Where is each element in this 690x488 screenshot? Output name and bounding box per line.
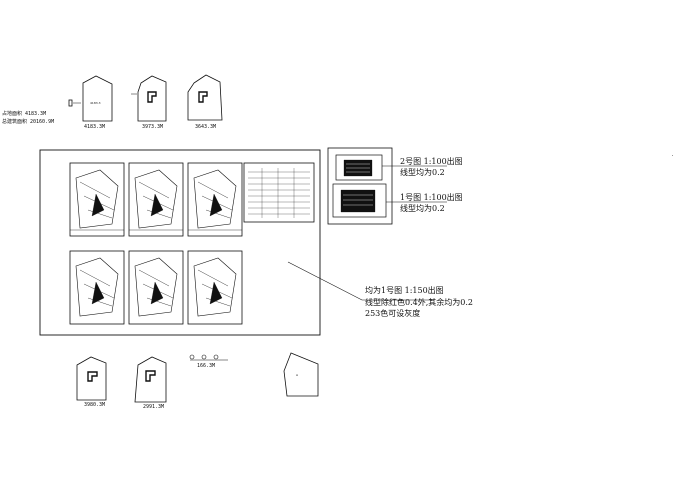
- sheet-no2: [335, 154, 383, 181]
- floor-plan-sheet-1: [69, 162, 125, 237]
- floor-plan-sheet-2: [128, 162, 184, 237]
- top-parcel-3: [187, 74, 223, 121]
- svg-text:4183.3: 4183.3: [90, 101, 101, 105]
- sheet2-title: 2号图 1:100出图: [400, 157, 463, 166]
- top-parcel-1-area: 4183.3M: [84, 124, 106, 130]
- bottom-parcel-1-area: 3980.3M: [84, 402, 106, 408]
- top-parcel-2-area: 3973.3M: [142, 124, 164, 130]
- bottom-parcel-2: [134, 356, 167, 403]
- floor-plan-sheet-3: [187, 162, 243, 237]
- top-parcel-3-area: 3643.3M: [195, 124, 217, 130]
- bottom-parcel-1: [76, 356, 107, 401]
- bottom-parcel-4: A: [283, 352, 319, 397]
- edge-mark: [672, 155, 673, 156]
- bottom-parcel-2-area: 2991.3M: [143, 404, 165, 410]
- sheet2-note: 线型均为0.2: [400, 168, 445, 177]
- sheet1-title: 1号图 1:100出图: [400, 193, 463, 202]
- floor-plan-sheet-5: [128, 250, 184, 325]
- main-sheet-note-1: 线型除红色0.4外,其余均为0.2: [365, 298, 473, 307]
- detail-group-frame: [327, 147, 393, 225]
- sheet-no1: [332, 183, 387, 218]
- bottom-parcel-3: [189, 354, 228, 361]
- floor-plan-sheet-6: [187, 250, 243, 325]
- top-parcel-1: 4183.3: [68, 75, 113, 122]
- bottom-parcel-3-area: 166.3M: [197, 363, 216, 369]
- svg-text:A: A: [296, 373, 299, 377]
- site-area-label: 占地面积 4183.3M: [2, 111, 47, 117]
- main-sheet-frame: [39, 149, 321, 336]
- main-sheet-title: 均为1号图 1:150出图: [365, 286, 444, 295]
- main-sheet-note-2: 253色可设灰度: [365, 309, 421, 318]
- leader-main: [287, 261, 432, 301]
- schedule-sheet: [243, 162, 315, 223]
- top-parcel-2: [131, 75, 167, 122]
- floor-plan-sheet-4: [69, 250, 125, 325]
- total-floor-area-label: 总建筑面积 20160.9M: [2, 119, 55, 125]
- sheet1-note: 线型均为0.2: [400, 204, 445, 213]
